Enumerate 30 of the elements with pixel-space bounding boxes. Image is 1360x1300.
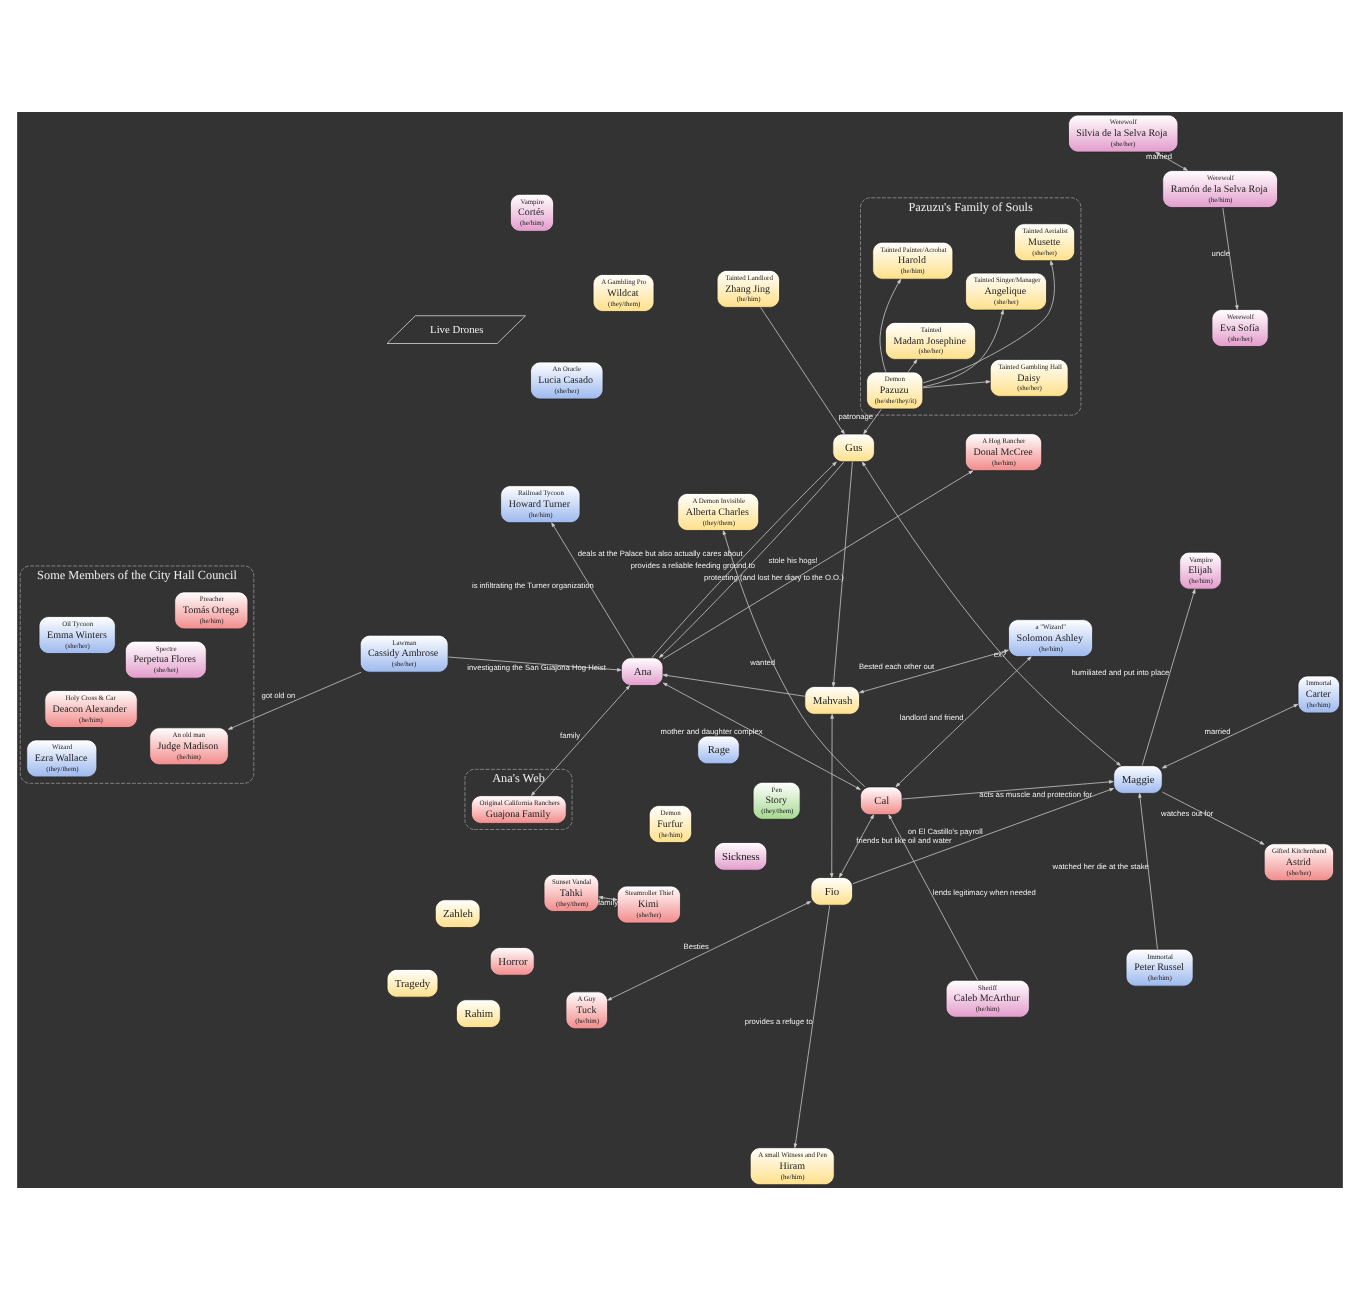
arrow	[1222, 207, 1239, 310]
arrow	[852, 788, 1114, 885]
arrow	[901, 780, 1114, 800]
arrow	[907, 359, 918, 373]
arrow	[662, 682, 861, 790]
arrow	[922, 380, 991, 389]
arrow	[1138, 793, 1158, 950]
arrow	[839, 814, 874, 878]
arrow	[531, 685, 631, 796]
arrow	[448, 656, 622, 672]
arrow	[551, 522, 635, 659]
arrow	[1141, 588, 1196, 766]
arrow	[895, 656, 1032, 787]
arrow	[922, 260, 1055, 384]
arrow	[607, 901, 812, 1001]
arrow	[1161, 703, 1299, 769]
arrow	[879, 278, 901, 373]
arrow	[598, 895, 618, 901]
arrow	[859, 649, 1009, 694]
arrow	[1162, 791, 1265, 845]
arrow	[830, 714, 834, 878]
arrow	[888, 814, 979, 981]
arrow	[922, 309, 1004, 388]
arrow	[861, 461, 1121, 766]
arrow	[760, 307, 845, 435]
arrow	[863, 408, 882, 435]
arrow	[793, 905, 831, 1149]
arrow	[831, 461, 853, 687]
arrow	[662, 673, 806, 697]
arrow	[227, 671, 362, 730]
